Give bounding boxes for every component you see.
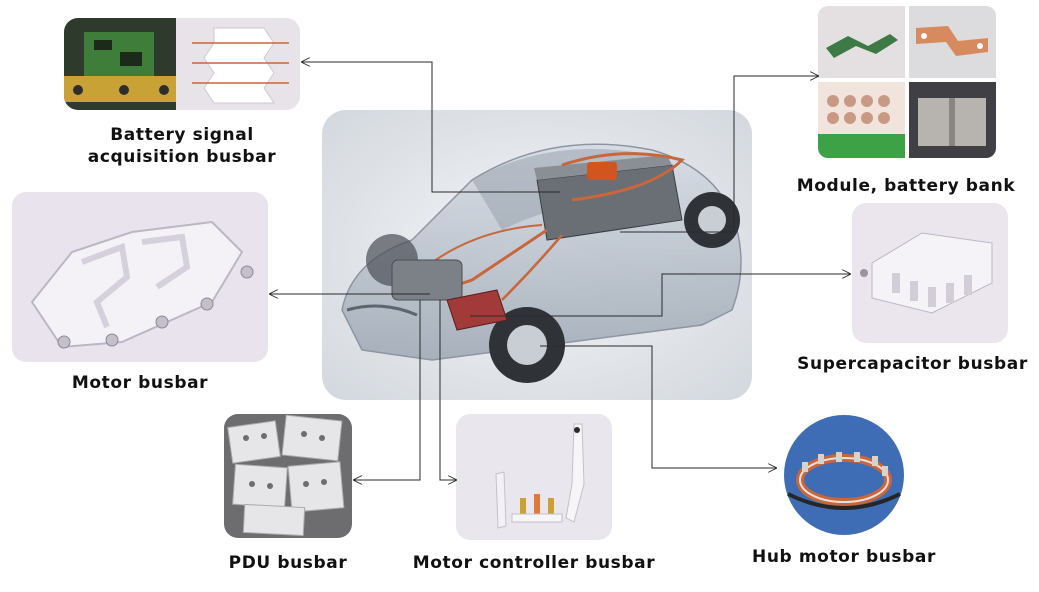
supercapacitor-busbar-image: [852, 203, 1008, 343]
battery-signal-label: Battery signal acquisition busbar: [64, 124, 300, 168]
car-illustration: [322, 110, 752, 400]
battery-signal-label-line2: acquisition busbar: [87, 147, 277, 167]
pdu-busbar-image: [224, 414, 352, 538]
module-battery-bank-image: [818, 6, 996, 158]
module-battery-bank-label: Module, battery bank: [796, 176, 1016, 196]
connector-hub-motor: [540, 345, 776, 468]
connector-supercapacitor: [470, 274, 850, 317]
motor-busbar-image: [12, 192, 268, 362]
motor-busbar-label: Motor busbar: [71, 373, 209, 393]
connector-module-battery: [620, 76, 818, 233]
battery-signal-busbar-image: [64, 18, 300, 110]
battery-signal-label-line1: Battery signal: [110, 125, 254, 145]
motor-controller-busbar-image: [456, 414, 612, 540]
connector-motor-controller: [439, 300, 456, 480]
supercapacitor-busbar-label: Supercapacitor busbar: [797, 354, 1028, 374]
motor-controller-busbar-label: Motor controller busbar: [412, 553, 656, 573]
hub-motor-busbar-image: [778, 412, 910, 538]
hub-motor-busbar-label: Hub motor busbar: [752, 547, 936, 567]
pdu-busbar-label: PDU busbar: [228, 553, 348, 573]
connector-battery-signal: [302, 62, 560, 193]
connector-pdu: [354, 300, 421, 480]
